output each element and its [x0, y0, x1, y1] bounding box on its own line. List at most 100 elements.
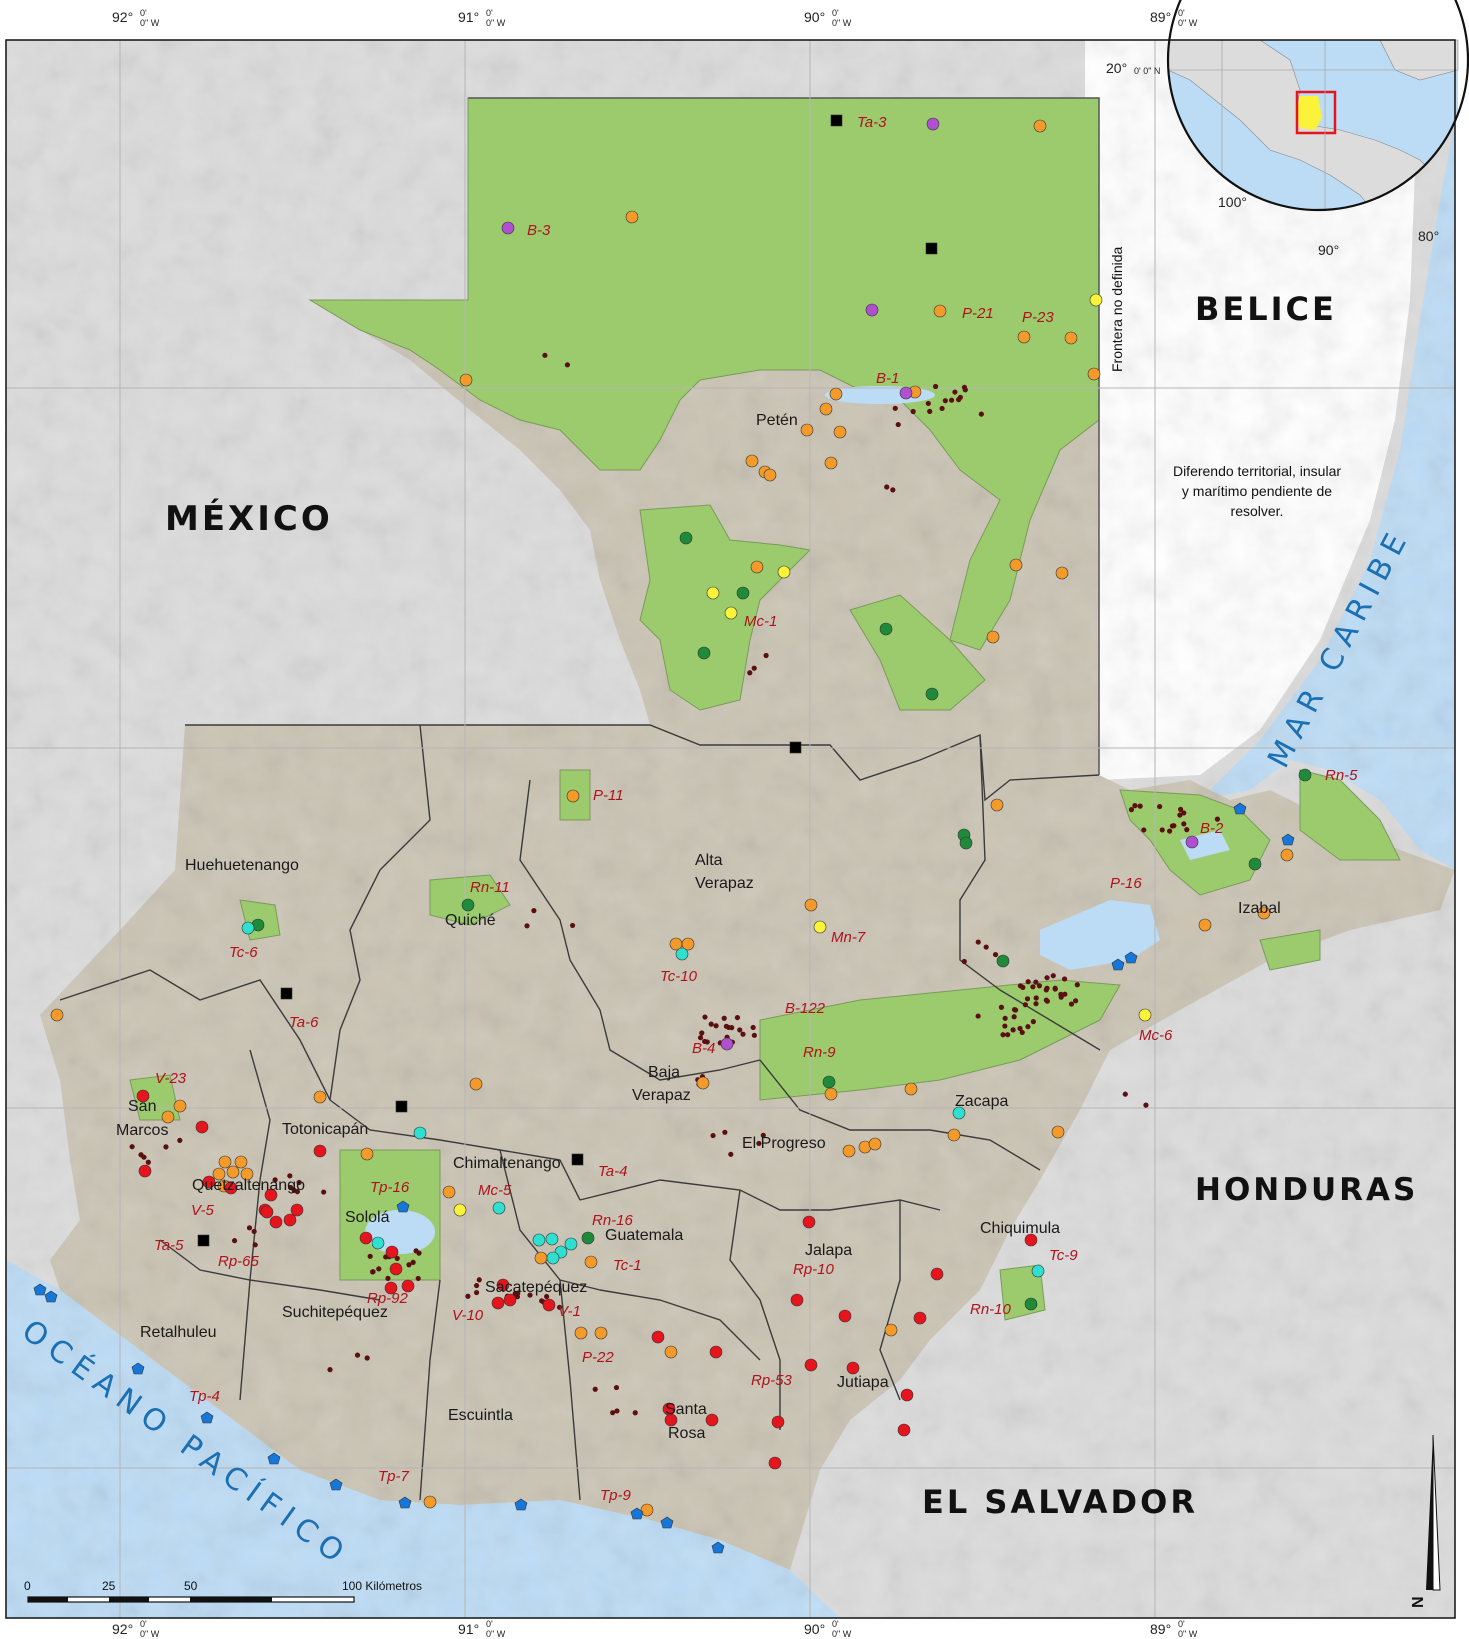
dark-red-point: [251, 1228, 257, 1235]
lon-92-bottom-sec: 0" W: [140, 1629, 160, 1639]
lon-89-bottom: 89°: [1150, 1621, 1171, 1637]
site-tc10: Tc-10: [660, 968, 698, 985]
dark-red-point: [413, 1248, 419, 1254]
purple-point: [1185, 835, 1199, 849]
dark-red-point: [394, 1255, 400, 1261]
graticule-labels-top: 92° 0' 0" W 91° 0' 0" W 90° 0' 0" W 89° …: [112, 8, 1198, 28]
green-point: [461, 898, 475, 912]
scale-25: 25: [102, 1579, 116, 1593]
dark-red-point: [1019, 1029, 1025, 1036]
site-rn9: Rn-9: [803, 1044, 836, 1061]
lon-91-bottom: 91°: [458, 1621, 479, 1637]
dark-red-point: [1030, 984, 1036, 990]
dark-red-point: [1002, 1015, 1008, 1021]
dark-red-point: [1036, 983, 1043, 989]
site-tp4: Tp-4: [189, 1388, 220, 1405]
blue-pentagon-point: [1124, 951, 1138, 964]
cyan-point: [413, 1126, 427, 1140]
dept-totonicapan: Totonicapán: [282, 1121, 368, 1138]
orange-point: [824, 456, 838, 470]
site-v23: V-23: [155, 1070, 187, 1087]
dark-red-point: [952, 389, 958, 395]
dark-red-point: [145, 1159, 151, 1165]
green-point: [879, 622, 893, 636]
orange-point: [234, 1155, 248, 1169]
site-ta5: Ta-5: [154, 1237, 184, 1254]
protected-san-marcos: [129, 1074, 181, 1121]
black-square-point: [789, 741, 802, 754]
inset-lat-20: 20°: [1106, 60, 1127, 76]
dept-chiquimula: Chiquimula: [980, 1220, 1060, 1237]
dark-red-point: [751, 1032, 757, 1038]
site-tc9: Tc-9: [1049, 1247, 1078, 1264]
red-point: [401, 1279, 415, 1293]
dark-red-point: [321, 1189, 327, 1195]
dark-red-point: [1062, 991, 1068, 997]
orange-point: [947, 1128, 961, 1142]
label-honduras: HONDURAS: [1195, 1172, 1418, 1208]
red-point: [264, 1188, 278, 1202]
colored-points: [33, 114, 1312, 1554]
red-point: [930, 1267, 944, 1281]
dark-red-point: [632, 1410, 638, 1416]
cyan-point: [532, 1233, 546, 1247]
red-point: [384, 1281, 398, 1295]
dark-red-point: [1073, 998, 1079, 1004]
dept-zacapa: Zacapa: [955, 1093, 1008, 1110]
site-p23: P-23: [1022, 309, 1054, 326]
blue-pentagon-point: [660, 1516, 674, 1529]
green-point: [822, 1075, 836, 1089]
orange-point: [664, 1345, 678, 1359]
blue-pentagon-point: [514, 1498, 528, 1511]
lon-91-top: 91°: [458, 9, 479, 25]
site-ta3: Ta-3: [857, 114, 887, 131]
orange-point: [681, 937, 695, 951]
map-border: [5, 39, 1456, 1619]
dark-red-point: [740, 1031, 746, 1037]
dept-san-marcos-2: Marcos: [116, 1122, 168, 1139]
orange-point: [218, 1155, 232, 1169]
green-point: [679, 531, 693, 545]
dark-red-point: [1017, 983, 1024, 989]
dark-red-point: [763, 652, 769, 659]
dark-red-point: [288, 1184, 294, 1191]
lon-90-top-min: 0': [832, 8, 839, 18]
dept-retalhuleu: Retalhuleu: [140, 1324, 217, 1341]
site-v1: V-1: [558, 1303, 581, 1320]
red-point: [385, 1245, 399, 1259]
orange-point: [884, 1323, 898, 1337]
cyan-point: [371, 1236, 385, 1250]
site-p16: P-16: [1110, 875, 1142, 892]
orange-point: [459, 373, 473, 387]
dark-red-point: [892, 405, 898, 411]
dark-red-point: [367, 1253, 373, 1259]
dark-red-point: [713, 1023, 719, 1029]
orange-point: [990, 798, 1004, 812]
lon-89-bottom-sec: 0" W: [1178, 1629, 1198, 1639]
red-point: [913, 1311, 927, 1325]
dept-quiche: Quiché: [445, 912, 496, 929]
purple-point: [926, 117, 940, 131]
black-square-point: [280, 987, 293, 1000]
orange-point: [640, 1503, 654, 1517]
site-p11: P-11: [593, 787, 624, 804]
dark-red-point: [410, 1259, 416, 1265]
red-point: [195, 1120, 209, 1134]
red-point: [389, 1262, 403, 1276]
site-tp16: Tp-16: [370, 1179, 410, 1196]
dept-peten: Petén: [756, 412, 798, 429]
lon-89-bottom-min: 0': [1178, 1619, 1185, 1629]
site-mc5: Mc-5: [478, 1182, 512, 1199]
dark-red-point: [884, 484, 890, 490]
site-rp10: Rp-10: [793, 1261, 835, 1278]
dark-red-point: [1132, 803, 1138, 809]
label-el-salvador: EL SALVADOR: [922, 1483, 1198, 1521]
orange-point: [986, 630, 1000, 644]
lon-90-bottom: 90°: [804, 1621, 825, 1637]
site-rp65: Rp-65: [218, 1253, 260, 1270]
site-p21: P-21: [962, 305, 994, 322]
dark-red-point: [1058, 994, 1064, 1000]
orange-point: [1280, 848, 1294, 862]
dark-red-point: [1025, 979, 1031, 985]
red-point: [496, 1278, 510, 1292]
